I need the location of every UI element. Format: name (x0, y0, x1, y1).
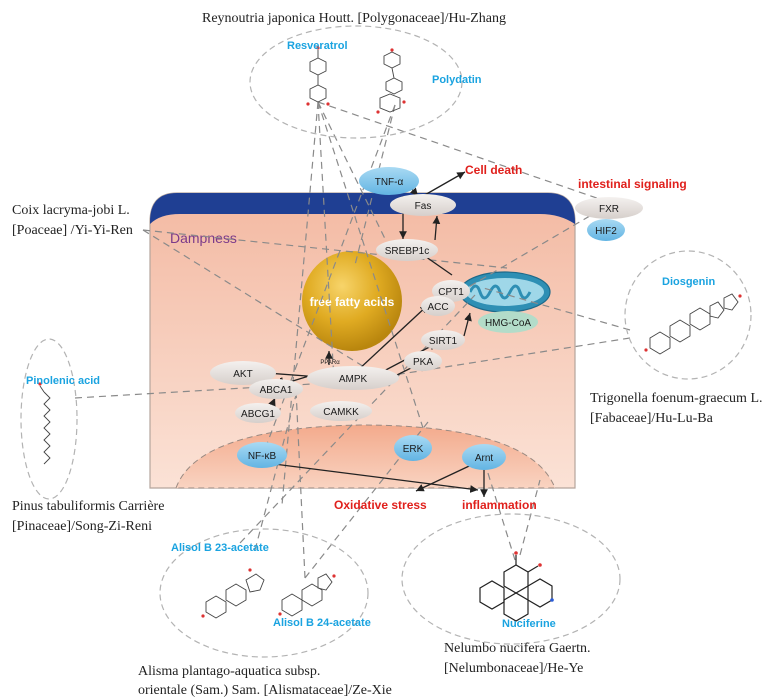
node-hmg-coa: HMG-CoA (478, 311, 538, 333)
nelumbo-label-line2: [Nelumbonaceae]/He-Ye (444, 661, 583, 676)
cpt1-label: CPT1 (438, 287, 464, 298)
hmg-coa-label: HMG-CoA (485, 318, 531, 329)
nuciferine-structure (479, 551, 554, 622)
plant-labels: Reynoutria japonica Houtt. [Polygonaceae… (12, 11, 763, 698)
node-ampk: AMPK (307, 366, 399, 390)
resveratrol-structure (306, 46, 330, 106)
erk-label: ERK (403, 444, 424, 455)
polydatin-structure (376, 48, 406, 114)
node-arnt: Arnt (462, 444, 506, 470)
coix-label-line1: Coix lacryma-jobi L. (12, 203, 130, 218)
acc-label: ACC (427, 302, 448, 313)
ppar-alpha-label: PPARα (320, 360, 340, 366)
sirt1-label: SIRT1 (429, 336, 458, 347)
arnt-label: Arnt (475, 453, 494, 464)
molecule-structures (38, 46, 742, 622)
node-srebp1c: SREBP1c (376, 239, 438, 261)
fas-label: Fas (415, 201, 432, 212)
compound-labels: Resveratrol Polydatin Diosgenin Pinoleni… (26, 40, 715, 630)
node-hif2: HIF2 (587, 219, 625, 241)
alisma-label-line2: orientale (Sam.) Sam. [Alismataceae]/Ze-… (138, 683, 392, 698)
pinus-label-line2: [Pinaceae]/Song-Zi-Reni (12, 519, 152, 534)
alisol-b24-label: Alisol B 24-acetate (273, 617, 371, 629)
inflammation-label: inflammation (462, 498, 537, 512)
fxr-label: FXR (599, 204, 619, 215)
node-ppar-alpha: PPARα (320, 360, 340, 366)
polydatin-label: Polydatin (432, 74, 482, 86)
trigonella-label-line1: Trigonella foenum-graecum L. (590, 391, 763, 406)
pinolenic-acid-structure (38, 382, 51, 465)
node-fas: Fas (390, 194, 456, 216)
abcg1-label: ABCG1 (241, 409, 275, 420)
node-acc: ACC (421, 296, 455, 316)
alisma-label-line1: Alisma plantago-aquatica subsp. (138, 664, 320, 679)
coix-label-line2: [Poaceae] /Yi-Yi-Ren (12, 223, 133, 238)
mitochondrion-icon (459, 271, 551, 313)
node-nf-kb: NF-κB (237, 442, 287, 468)
pinolenic-acid-label: Pinolenic acid (26, 375, 100, 387)
node-erk: ERK (394, 435, 432, 461)
alisol-b24-structure (278, 573, 336, 617)
srebp1c-label: SREBP1c (385, 246, 429, 257)
intestinal-signaling-label: intestinal signaling (578, 177, 687, 191)
hif2-label: HIF2 (595, 226, 617, 237)
dampness-label: Dampness (170, 230, 237, 246)
node-tnf-alpha: TNF-α (359, 167, 419, 195)
alisol-b23-label: Alisol B 23-acetate (171, 542, 269, 554)
diosgenin-bubble (624, 250, 752, 380)
alisma-bubble (159, 528, 369, 658)
pinus-label-line1: Pinus tabuliformis Carrière (12, 499, 164, 514)
compound-bubbles (20, 25, 752, 658)
diosgenin-structure (644, 293, 742, 355)
droplet-label: free fatty acids (310, 295, 395, 309)
node-fxr: FXR (575, 197, 643, 219)
nuciferine-bubble (401, 513, 621, 645)
oxidative-stress-label: Oxidative stress (334, 498, 427, 512)
node-abcg1: ABCG1 (235, 403, 281, 423)
alisol-b23-structure (201, 568, 265, 619)
pinolenic-bubble (20, 338, 78, 500)
reynoutria-label: Reynoutria japonica Houtt. [Polygonaceae… (202, 11, 506, 26)
node-camkk: CAMKK (310, 401, 372, 421)
nucleus (175, 424, 556, 489)
cell-death-label: Cell death (465, 163, 522, 177)
nf-kb-label: NF-κB (248, 451, 277, 462)
diosgenin-label: Diosgenin (662, 276, 715, 288)
reynoutria-bubble (249, 25, 463, 139)
node-abca1: ABCA1 (249, 379, 303, 399)
trigonella-label-line2: [Fabaceae]/Hu-Lu-Ba (590, 411, 714, 426)
node-akt: AKT (210, 361, 276, 385)
nuciferine-label: Nuciferine (502, 618, 556, 630)
tnf-alpha-label: TNF-α (375, 177, 404, 188)
ampk-label: AMPK (339, 374, 368, 385)
abca1-label: ABCA1 (260, 385, 293, 396)
pka-label: PKA (413, 357, 433, 368)
node-pka: PKA (404, 351, 442, 371)
cell-membrane-band (150, 193, 575, 224)
akt-label: AKT (233, 369, 252, 380)
nelumbo-label-line1: Nelumbo nucifera Gaertn. (444, 641, 591, 656)
node-sirt1: SIRT1 (421, 330, 465, 350)
resveratrol-label: Resveratrol (287, 40, 348, 52)
free-fatty-acids-droplet: free fatty acids (302, 251, 402, 351)
camkk-label: CAMKK (323, 407, 359, 418)
